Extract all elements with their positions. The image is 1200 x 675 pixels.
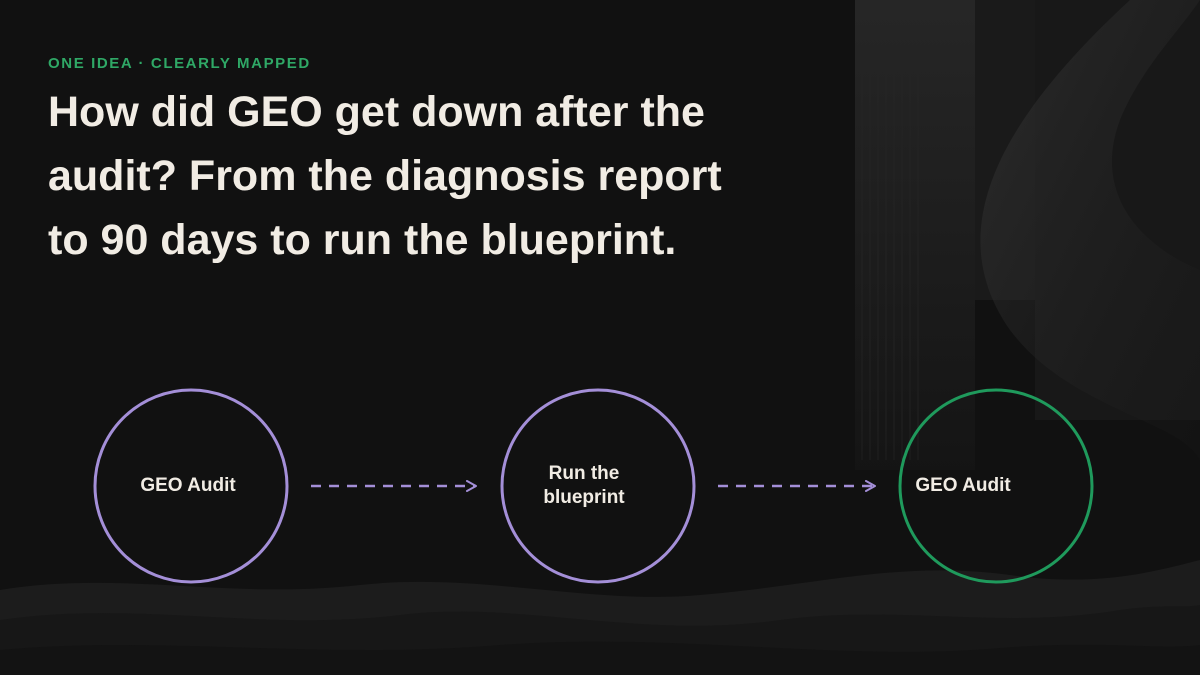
headline: How did GEO get down after the audit? Fr… (48, 88, 722, 264)
eyebrow-label: ONE IDEA · CLEARLY MAPPED (48, 55, 311, 72)
node-label-2: Run the blueprint (543, 463, 625, 508)
node-label-1: GEO Audit (140, 475, 236, 496)
node-circle-3 (898, 388, 1094, 584)
node-label-3: GEO Audit (915, 475, 1011, 496)
node-circle-2 (500, 388, 696, 584)
node-circle-1 (93, 388, 289, 584)
